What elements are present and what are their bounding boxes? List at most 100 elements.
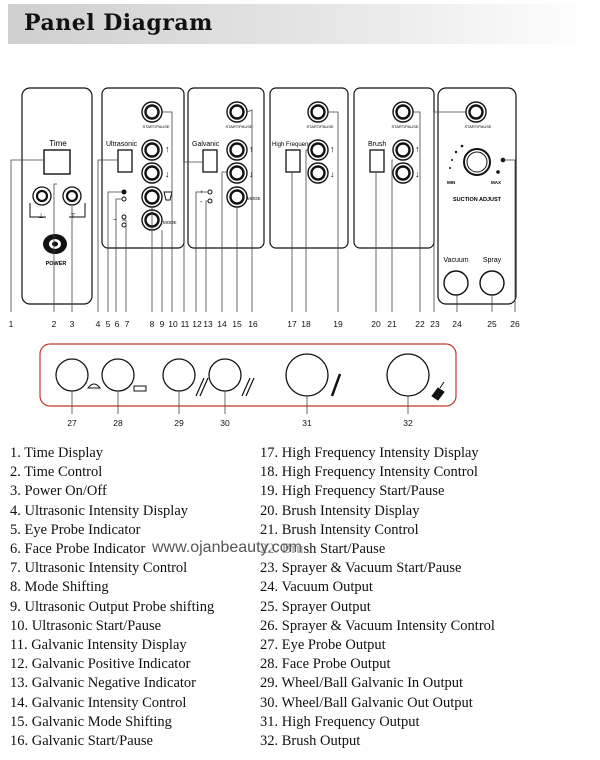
panel-diagram: Time ⊥ ⊤ POWER START/PAUSE Ultrasonic ↑ … [9, 87, 520, 428]
time-control-knob-right[interactable] [62, 186, 82, 206]
eye-probe-output[interactable] [55, 358, 89, 392]
callout-3: 3 [70, 319, 75, 329]
output-panel [39, 343, 457, 407]
galvanic-down-button[interactable] [225, 161, 249, 185]
legend-right-column: 17. High Frequency Intensity Display 18.… [260, 444, 595, 751]
callout-16: 16 [248, 319, 258, 329]
suction-intensity-knob[interactable] [463, 148, 491, 176]
galvanic-mode-label: MODE [247, 196, 261, 201]
galvanic-panel: START/PAUSE Galvanic ↑ ↓ MODE + - [187, 87, 265, 249]
mode-indicator-2 [121, 222, 127, 228]
callout-22: 22 [415, 319, 425, 329]
callout-32: 32 [403, 418, 413, 428]
brush-panel: START/PAUSE Brush ↑ ↓ [353, 87, 435, 249]
power-button[interactable] [43, 234, 67, 254]
sprayer-vacuum-start-pause-button[interactable] [464, 100, 488, 124]
time-control-knob-left[interactable] [32, 186, 52, 206]
sprayer-output[interactable] [479, 270, 505, 296]
galvanic-mode-button[interactable] [225, 185, 249, 209]
up-arrow-icon: ↑ [165, 144, 170, 154]
down-arrow-icon: ↓ [330, 169, 335, 179]
legend-item: 10. Ultrasonic Start/Pause [10, 617, 162, 634]
probe-shift-button[interactable] [140, 185, 164, 209]
legend-item: 7. Ultrasonic Intensity Control [10, 560, 188, 577]
brush-down-button[interactable] [391, 161, 415, 185]
down-arrow-icon: ↓ [415, 169, 420, 179]
ultrasonic-panel: START/PAUSE Ultrasonic ↑ ↓ MODE ~ [101, 87, 185, 249]
ultrasonic-down-button[interactable] [140, 161, 164, 185]
brush-output[interactable] [386, 353, 430, 397]
legend-item: 24. Vacuum Output [260, 579, 373, 596]
callout-18: 18 [301, 319, 311, 329]
ultrasonic-start-pause-button[interactable] [140, 100, 164, 124]
time-display [43, 149, 71, 175]
output-callout-lines [71, 391, 409, 414]
mode-indicator-1 [121, 214, 127, 220]
down-arrow-icon: ↓ [249, 169, 254, 179]
legend-item: 23. Sprayer & Vacuum Start/Pause [260, 560, 462, 577]
legend-item: 13. Galvanic Negative Indicator [10, 675, 197, 692]
high-frequency-up-button[interactable] [306, 138, 330, 162]
legend-item: 29. Wheel/Ball Galvanic In Output [260, 675, 464, 692]
legend-item: 27. Eye Probe Output [260, 637, 386, 654]
callout-20: 20 [371, 319, 381, 329]
down-arrow-icon: ↓ [165, 169, 170, 179]
legend-item: 26. Sprayer & Vacuum Intensity Control [260, 617, 495, 634]
callout-27: 27 [67, 418, 77, 428]
time-power-panel: Time ⊥ ⊤ POWER [21, 87, 93, 305]
callout-21: 21 [387, 319, 397, 329]
callout-17: 17 [287, 319, 297, 329]
eye-probe-icon [86, 383, 102, 389]
callout-8: 8 [150, 319, 155, 329]
brush-up-button[interactable] [391, 138, 415, 162]
galvanic-out-output[interactable] [208, 358, 242, 392]
suction-panel: START/PAUSE MIN MAX SUCTION ADJUST Vacuu… [437, 87, 517, 305]
galvanic-up-button[interactable] [225, 138, 249, 162]
high-frequency-down-button[interactable] [306, 161, 330, 185]
brush-icon [431, 381, 445, 401]
callout-23: 23 [430, 319, 440, 329]
page-title: Panel Diagram [24, 10, 213, 36]
power-label: POWER [46, 261, 67, 267]
galvanic-start-pause-button[interactable] [225, 100, 249, 124]
max-label: MAX [491, 180, 501, 185]
face-probe-icon [133, 385, 147, 392]
time-label: Time [49, 139, 67, 148]
legend-item: 11. Galvanic Intensity Display [10, 637, 187, 654]
legend-item: 1. Time Display [10, 445, 104, 461]
legend-item: 15. Galvanic Mode Shifting [10, 713, 172, 730]
brush-start-pause-button[interactable] [391, 100, 415, 124]
callout-15: 15 [232, 319, 242, 329]
galvanic-roller-icon [195, 377, 209, 397]
callout-9: 9 [160, 319, 165, 329]
output-callout-numbers: 27 28 29 30 31 32 [67, 418, 413, 428]
time-down-icon: ⊥ [38, 213, 44, 220]
min-label: MIN [447, 180, 455, 185]
high-frequency-output[interactable] [285, 353, 329, 397]
callout-lines [10, 109, 516, 312]
brush-intensity-display [369, 149, 385, 173]
callout-19: 19 [333, 319, 343, 329]
vacuum-output[interactable] [443, 270, 469, 296]
callout-25: 25 [487, 319, 497, 329]
high-frequency-start-pause-button[interactable] [306, 100, 330, 124]
mode-label: MODE [163, 220, 177, 225]
face-probe-indicator [121, 196, 127, 202]
ultrasonic-up-button[interactable] [140, 138, 164, 162]
legend-item: 18. High Frequency Intensity Control [260, 464, 478, 481]
ultrasonic-intensity-display [117, 149, 133, 173]
face-probe-output[interactable] [101, 358, 135, 392]
legend-item: 5. Eye Probe Indicator [10, 521, 141, 538]
ultrasonic-label: Ultrasonic [106, 141, 138, 148]
callout-12: 12 [192, 319, 202, 329]
legend-item: 19. High Frequency Start/Pause [260, 483, 445, 500]
legend-item: 31. High Frequency Output [260, 713, 420, 730]
galvanic-negative-indicator [207, 198, 213, 204]
galvanic-intensity-display [202, 149, 218, 173]
legend-item: 32. Brush Output [260, 733, 361, 750]
galvanic-in-output[interactable] [162, 358, 196, 392]
legend-item: 12. Galvanic Positive Indicator [10, 656, 191, 673]
callout-5: 5 [106, 319, 111, 329]
callout-14: 14 [217, 319, 227, 329]
callout-10: 10 [168, 319, 178, 329]
